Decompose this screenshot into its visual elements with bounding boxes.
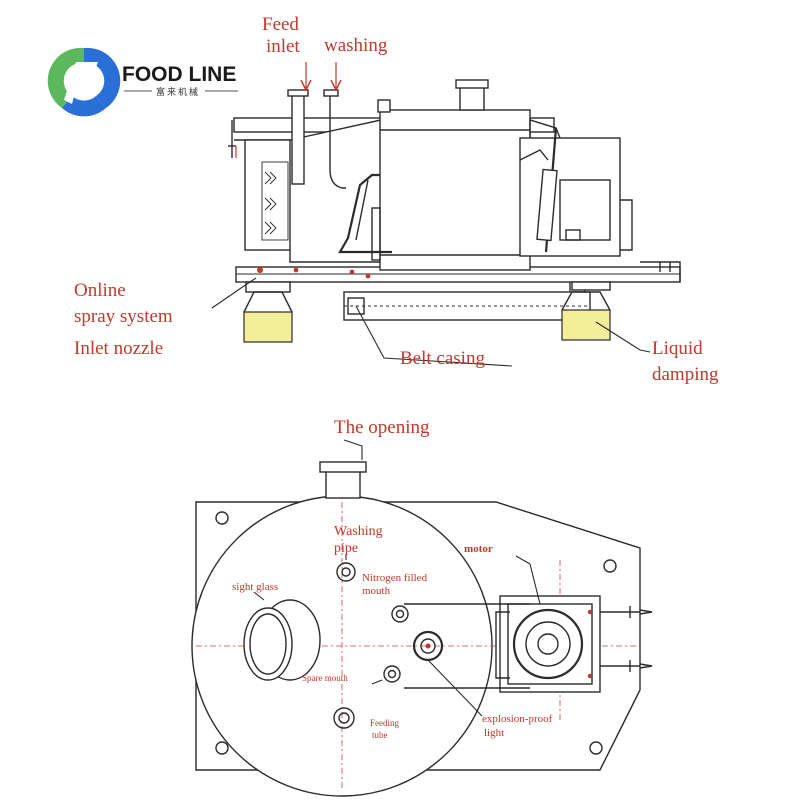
top-fitting xyxy=(459,85,485,111)
side-view-drawing xyxy=(211,62,681,367)
label-explosion-proof-1: explosion-proof xyxy=(482,713,553,725)
left-damping-foot xyxy=(243,311,293,343)
label-feed-inlet-2: inlet xyxy=(266,36,300,57)
brand-logo: FOOD LINE 富来机械 xyxy=(47,47,238,117)
label-feed-inlet-1: Feed xyxy=(262,14,299,35)
label-feeding-tube-2: tube xyxy=(372,730,388,740)
label-online-spray-2: spray system xyxy=(74,306,173,327)
label-feeding-tube-1: Feeding xyxy=(370,718,399,728)
label-nitrogen-1: Nitrogen filled xyxy=(362,572,428,584)
label-motor: motor xyxy=(464,543,493,555)
washing-pipe-port xyxy=(336,562,356,582)
label-belt-casing: Belt casing xyxy=(400,348,485,369)
spare-mouth-port xyxy=(383,665,401,683)
label-the-opening: The opening xyxy=(334,417,430,438)
label-washing-pipe-1: Washing xyxy=(334,524,383,539)
food-line-logo-icon xyxy=(47,47,121,117)
label-liquid-damping-1: Liquid xyxy=(652,338,703,359)
label-washing-pipe-2: pipe xyxy=(334,541,358,556)
label-spare-mouth: Spare mouth xyxy=(302,673,348,683)
feed-inlet-pipe xyxy=(291,93,305,185)
label-liquid-damping-2: damping xyxy=(652,364,719,385)
washing-pipe-side xyxy=(329,96,346,189)
drum-outer-shell xyxy=(289,117,393,263)
label-nitrogen-2: mouth xyxy=(362,585,391,597)
brand-subtitle: 富来机械 xyxy=(156,86,200,98)
sight-glass xyxy=(243,599,321,681)
motor-assembly xyxy=(495,595,653,693)
label-washing: washing xyxy=(324,35,388,56)
label-sight-glass: sight glass xyxy=(232,581,278,593)
motor-housing xyxy=(519,137,621,257)
label-explosion-proof-2: light xyxy=(484,727,504,739)
side-view-labels: Feed inlet washing Online spray system I… xyxy=(74,14,719,385)
nitrogen-mouth-port xyxy=(391,605,409,623)
top-view-drawing xyxy=(191,439,653,797)
feeding-tube-port xyxy=(333,707,355,729)
label-inlet-nozzle: Inlet nozzle xyxy=(74,338,163,359)
right-damping-foot xyxy=(561,309,611,341)
opening-neck xyxy=(325,469,361,499)
main-drum xyxy=(379,109,531,271)
brand-name: FOOD LINE xyxy=(122,63,236,86)
label-online-spray-1: Online xyxy=(74,280,126,301)
top-view-labels: The opening Washing pipe motor sight gla… xyxy=(232,417,553,740)
